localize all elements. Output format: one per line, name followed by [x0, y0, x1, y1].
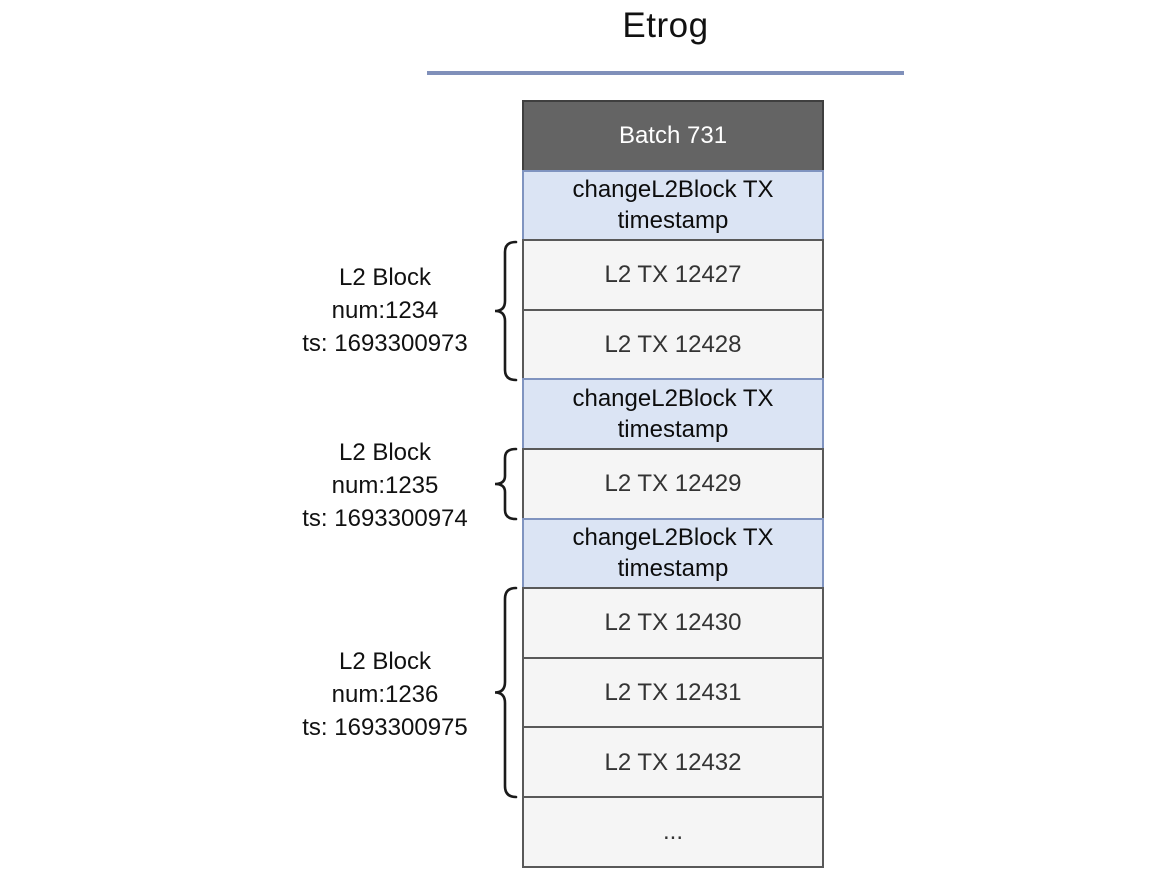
ellipsis-row: ...: [522, 795, 824, 868]
change-row-line2: timestamp: [617, 416, 729, 444]
l2-tx-row: L2 TX 12431: [522, 656, 824, 729]
l2-block-label-1235: L2 Block num:1235 ts: 1693300974: [275, 436, 495, 535]
l2-block-ts: ts: 1693300974: [302, 505, 468, 532]
change-row-line2: timestamp: [617, 207, 729, 235]
change-l2block-row: changeL2Block TX timestamp: [522, 517, 824, 590]
change-row-line1: changeL2Block TX: [572, 176, 774, 204]
batch-stack: Batch 731 changeL2Block TX timestamp L2 …: [522, 100, 824, 868]
l2-block-name: L2 Block: [338, 264, 432, 291]
title-underline-rule: [427, 71, 904, 75]
l2-tx-row: L2 TX 12432: [522, 726, 824, 798]
l2-tx-label: L2 TX 12432: [604, 748, 742, 776]
change-row-line2: timestamp: [617, 555, 729, 583]
l2-tx-label: L2 TX 12428: [604, 331, 742, 359]
change-l2block-row: changeL2Block TX timestamp: [522, 169, 824, 242]
l2-block-label-1234: L2 Block num:1234 ts: 1693300973: [275, 261, 495, 360]
l2-tx-row: L2 TX 12429: [522, 447, 824, 520]
curly-brace-block-1235: [492, 447, 520, 521]
batch-header: Batch 731: [522, 100, 824, 172]
l2-block-ts: ts: 1693300975: [302, 714, 468, 741]
curly-brace-block-1236: [492, 586, 520, 799]
page-title: Etrog: [622, 6, 709, 45]
l2-tx-row: L2 TX 12427: [522, 239, 824, 311]
l2-tx-label: L2 TX 12430: [604, 609, 742, 637]
l2-tx-row: L2 TX 12428: [522, 308, 824, 381]
l2-tx-row: L2 TX 12430: [522, 587, 824, 659]
l2-tx-label: L2 TX 12431: [604, 679, 742, 707]
change-row-line1: changeL2Block TX: [572, 385, 774, 413]
curly-brace-block-1234: [492, 240, 520, 382]
l2-tx-label: L2 TX 12429: [604, 470, 742, 498]
change-row-line1: changeL2Block TX: [572, 524, 774, 552]
l2-block-name: L2 Block: [338, 439, 432, 466]
ellipsis-label: ...: [662, 818, 683, 846]
l2-block-name: L2 Block: [338, 648, 432, 675]
l2-block-num: num:1234: [331, 297, 439, 324]
l2-block-label-1236: L2 Block num:1236 ts: 1693300975: [275, 645, 495, 744]
l2-tx-label: L2 TX 12427: [604, 261, 742, 289]
batch-header-label: Batch 731: [618, 122, 728, 150]
l2-block-ts: ts: 1693300973: [302, 330, 468, 357]
l2-block-num: num:1236: [331, 681, 439, 708]
l2-block-num: num:1235: [331, 472, 439, 499]
change-l2block-row: changeL2Block TX timestamp: [522, 378, 824, 450]
